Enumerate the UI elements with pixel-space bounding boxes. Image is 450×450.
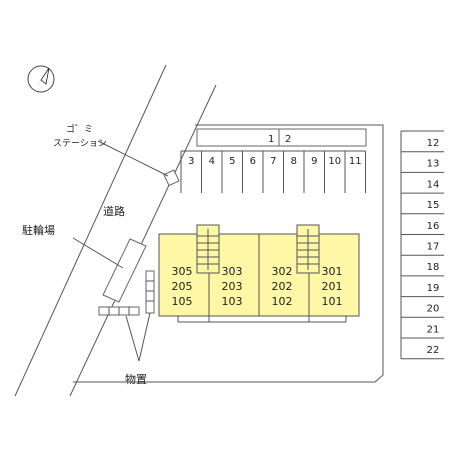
unit-number: 101 <box>322 295 343 308</box>
parking-space-label: 11 <box>349 156 362 167</box>
parking-space-label: 18 <box>427 262 440 273</box>
unit-number: 202 <box>272 280 293 293</box>
storage-sheds <box>98 270 155 362</box>
unit-number: 305 <box>172 265 193 278</box>
parking-row-middle: 3 4 5 6 7 8 9 10 11 <box>180 150 366 193</box>
parking-row-top: 1 2 <box>196 128 367 147</box>
parking-space-label: 1 <box>268 134 274 145</box>
parking-space-label: 8 <box>291 156 297 167</box>
parking-space-label: 2 <box>285 134 291 145</box>
parking-space-label: 7 <box>270 156 276 167</box>
parking-space-label: 4 <box>209 156 215 167</box>
parking-space-label: 16 <box>427 221 440 232</box>
unit-number: 205 <box>172 280 193 293</box>
bicycle-parking <box>72 237 147 303</box>
parking-space-label: 10 <box>328 156 341 167</box>
parking-space-label: 14 <box>427 179 440 190</box>
parking-space-label: 3 <box>188 156 194 167</box>
garbage-station <box>97 140 180 187</box>
parking-space-label: 20 <box>427 304 440 315</box>
unit-number: 105 <box>172 295 193 308</box>
unit-number: 303 <box>222 265 243 278</box>
parking-space-label: 5 <box>229 156 235 167</box>
garbage-station-label: ステーション <box>53 138 107 149</box>
stairwell <box>196 224 220 274</box>
parking-space-label: 15 <box>427 200 440 211</box>
stairwell <box>296 224 320 274</box>
unit-number: 301 <box>322 265 343 278</box>
parking-space-label: 13 <box>427 159 440 170</box>
site-boundary <box>73 124 384 383</box>
parking-space-label: 19 <box>427 283 440 294</box>
unit-number: 103 <box>222 295 243 308</box>
north-arrow-icon <box>27 65 55 93</box>
parking-space-label: 21 <box>427 324 440 335</box>
unit-labels: 305 205 105 303 203 103 302 202 102 301 201 101 <box>172 265 343 308</box>
parking-space-label: 12 <box>427 138 440 149</box>
garbage-station-label: ゴ゛ミ <box>66 123 93 135</box>
bicycle-parking-label: 駐輪場 <box>22 223 55 237</box>
parking-space-label: 17 <box>427 242 440 253</box>
road-label: 道路 <box>103 204 125 218</box>
parking-column-right: 12 13 14 15 16 17 18 19 20 21 22 <box>400 130 444 360</box>
parking-space-label: 6 <box>250 156 256 167</box>
unit-number: 102 <box>272 295 293 308</box>
unit-number: 203 <box>222 280 243 293</box>
unit-number: 201 <box>322 280 343 293</box>
storage-label: 物置 <box>125 372 147 386</box>
road <box>14 64 217 397</box>
apartment-building <box>158 224 360 323</box>
parking-space-label: 22 <box>427 345 440 356</box>
parking-space-label: 9 <box>311 156 317 167</box>
unit-number: 302 <box>272 265 293 278</box>
